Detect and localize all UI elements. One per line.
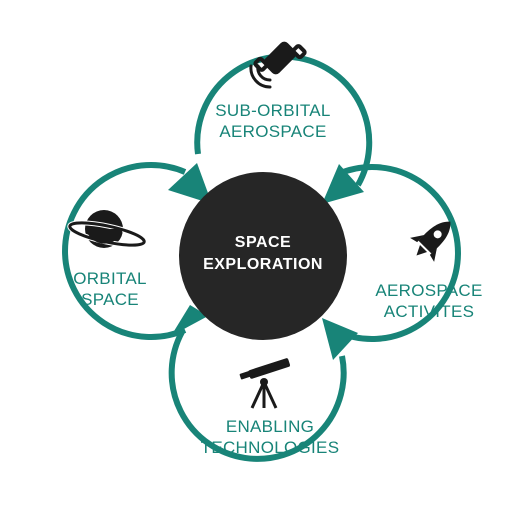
node-label-top: SUB-ORBITAL AEROSPACE: [193, 100, 353, 142]
planet-icon: [67, 210, 147, 248]
satellite-icon: [253, 41, 307, 75]
center-circle: [179, 172, 347, 340]
bottom-node-ring: [168, 330, 347, 462]
signal-waves-icon: [249, 64, 272, 89]
telescope-icon: [239, 358, 290, 409]
node-label-right: AEROSPACE ACTIVITES: [354, 280, 504, 322]
node-label-bottom: ENABLING TECHNOLOGIES: [180, 416, 360, 458]
node-label-bottom-line1: ENABLING: [225, 417, 315, 436]
center-label-line1: SPACE: [234, 234, 292, 251]
arrow-from-top: [168, 163, 212, 204]
center-label: SPACE EXPLORATION: [183, 232, 343, 276]
node-label-left-line2: SPACE: [81, 290, 139, 309]
arrow-from-right: [322, 164, 364, 204]
right-node-ring: [336, 164, 461, 342]
node-label-right-line1: AEROSPACE: [375, 281, 483, 300]
node-label-top-line2: AEROSPACE: [219, 122, 327, 141]
node-label-left: ORBITAL SPACE: [40, 268, 180, 310]
node-label-left-line1: ORBITAL: [73, 269, 147, 288]
node-label-bottom-line2: TECHNOLOGIES: [200, 438, 340, 457]
arrow-from-bottom: [322, 318, 358, 360]
center-label-line2: EXPLORATION: [203, 256, 323, 273]
node-label-right-line2: ACTIVITES: [383, 302, 475, 321]
arrow-from-left: [171, 305, 208, 336]
node-label-top-line1: SUB-ORBITAL: [215, 101, 331, 120]
rocket-icon: [410, 221, 451, 262]
left-node-ring: [62, 162, 187, 340]
